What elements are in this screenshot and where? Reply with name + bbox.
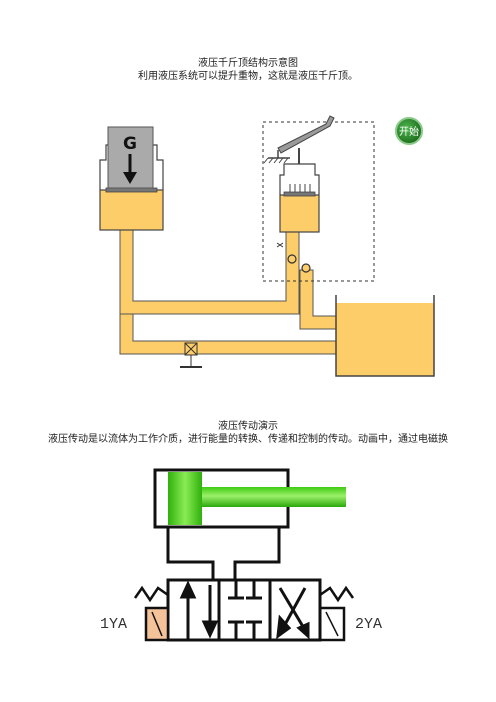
right-solenoid: [318, 606, 346, 642]
small-valve-icon: [276, 242, 284, 248]
pump-enclosure: [262, 121, 375, 282]
pressure-lines: [166, 527, 281, 580]
solenoid-1ya-label: 1YA: [100, 616, 127, 633]
jack-diagram-title: 液压千斤顶结构示意图: [198, 58, 298, 69]
start-button-label: 开始: [399, 125, 419, 138]
load-weight: G: [107, 126, 154, 189]
start-button[interactable]: 开始: [395, 117, 423, 145]
pump-cylinder: [279, 148, 320, 233]
valve-left-arrows: [179, 580, 219, 640]
hydraulic-jack-diagram: G: [99, 115, 435, 377]
oil-reservoir: [335, 295, 435, 377]
actuator-piston: [168, 472, 202, 525]
left-spring-icon: [133, 585, 169, 603]
hydraulic-transmission-diagram: 1YA 2YA: [100, 468, 382, 642]
check-valve-1: [287, 254, 297, 264]
oil-pipes: [119, 229, 337, 355]
right-spring-icon: [319, 585, 355, 603]
valve-right-arrows: [276, 587, 310, 640]
valve-center-symbols: [228, 580, 262, 640]
down-arrow-icon: [123, 172, 137, 184]
release-valve: [180, 342, 202, 368]
transmission-title: 液压传动演示: [218, 421, 278, 432]
solenoid-2ya-label: 2YA: [355, 616, 382, 633]
pump-lever: [263, 115, 335, 164]
transmission-subtitle: 液压传动是以流体为工作介质，进行能量的转换、传递和控制的传动。动画中，通过电磁换: [48, 434, 448, 445]
weight-label: G: [123, 134, 137, 154]
jack-diagram-subtitle: 利用液压系统可以提升重物，这就是液压千斤顶。: [138, 71, 358, 82]
actuator-rod: [202, 487, 346, 507]
check-valve-2: [301, 263, 311, 273]
left-solenoid: [144, 606, 170, 642]
